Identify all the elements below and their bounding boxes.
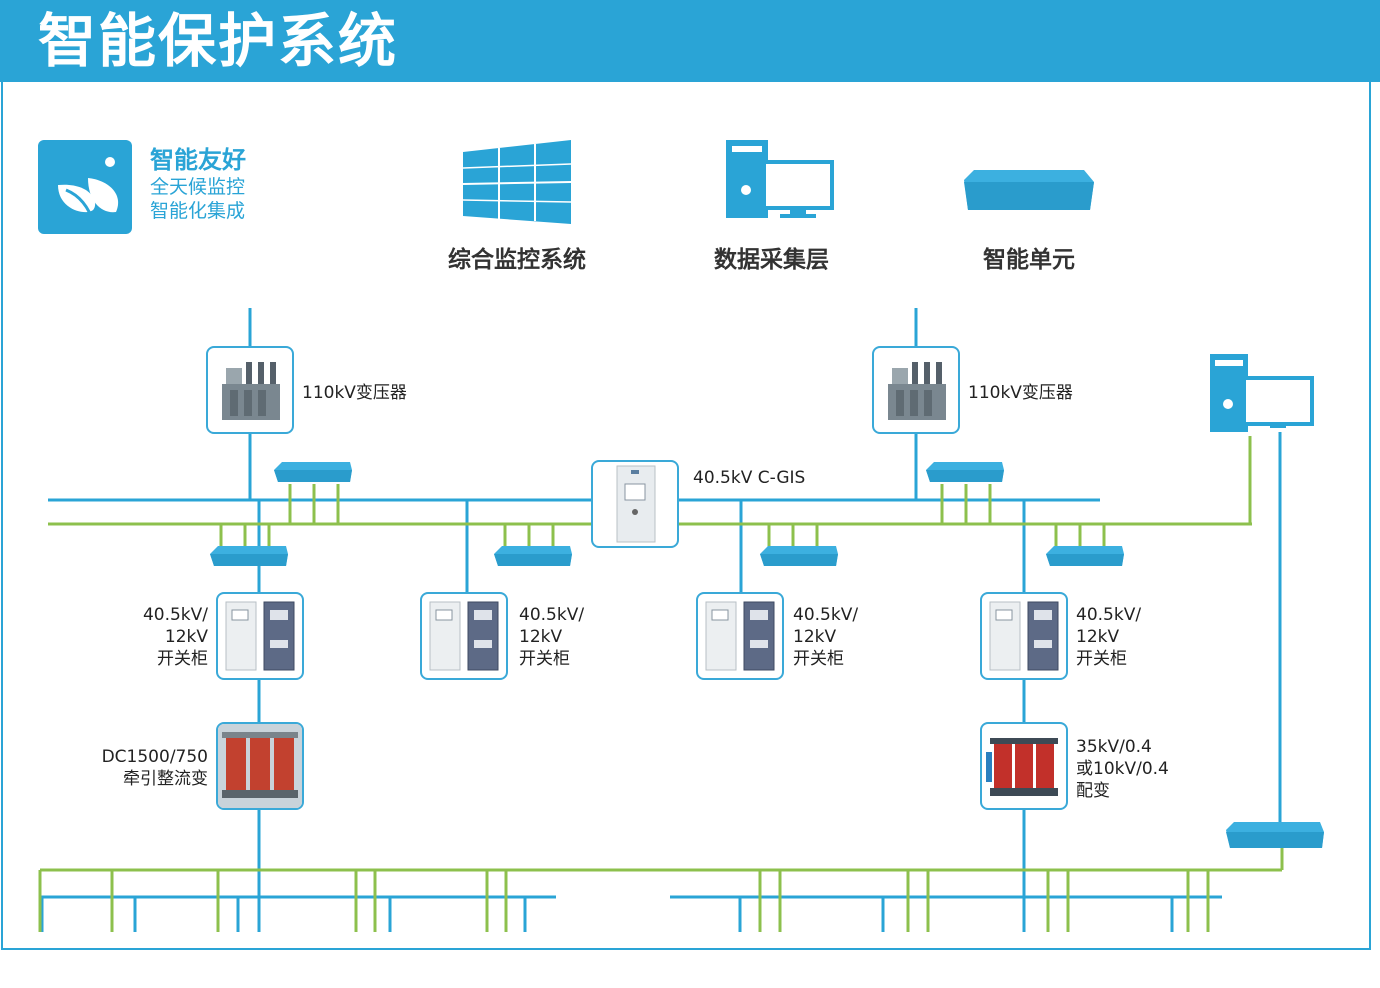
computer-icon: [726, 140, 834, 218]
distribution-label: 35kV/0.4 或10kV/0.4 配变: [1076, 737, 1169, 801]
transformer-icon: [888, 362, 946, 420]
switchgear-icon: [429, 601, 499, 671]
switchgear-icon: [705, 601, 775, 671]
switchgear-1: [216, 592, 304, 680]
transformer-icon: [222, 362, 280, 420]
switchgear-3: [696, 592, 784, 680]
switchgear-1-label: 40.5kV/ 12kV 开关柜: [142, 605, 208, 669]
distribution-transformer: [980, 722, 1068, 810]
network-switch-icon: [494, 546, 572, 566]
top-label-monitoring: 综合监控系统: [448, 247, 586, 273]
network-switch-icon: [1046, 546, 1124, 566]
transformer-left-label: 110kV变压器: [302, 383, 407, 403]
logo-leaf-icon: [38, 140, 132, 234]
switchgear-icon: [225, 601, 295, 671]
logo-text: 智能友好 全天候监控 智能化集成: [150, 146, 246, 222]
network-switch-icon: [964, 170, 1094, 210]
rectifier-label: DC1500/750 牵引整流变: [101, 747, 208, 789]
cabinet-icon: [616, 465, 656, 543]
transformer-110kv-left: [206, 346, 294, 434]
switchgear-icon: [989, 601, 1059, 671]
cgis-label: 40.5kV C-GIS: [693, 468, 806, 488]
network-switch-icon: [1226, 822, 1324, 848]
transformer-right-label: 110kV变压器: [968, 383, 1073, 403]
rectifier-transformer: [216, 722, 304, 810]
computer-icon: [1210, 354, 1314, 432]
page-title: 智能保护系统: [38, 7, 399, 75]
switchgear-2: [420, 592, 508, 680]
rectifier-transformer-icon: [218, 724, 302, 808]
cgis-cabinet: [591, 460, 679, 548]
content-frame: [1, 82, 1371, 950]
switchgear-4: [980, 592, 1068, 680]
switchgear-2-label: 40.5kV/ 12kV 开关柜: [519, 605, 585, 669]
windows-panel-icon: [462, 140, 572, 224]
header-bar: 智能保护系统: [0, 0, 1380, 82]
distribution-transformer-icon: [986, 738, 1058, 796]
network-switch-icon: [926, 462, 1004, 482]
top-label-smart-unit: 智能单元: [983, 247, 1075, 273]
top-label-data-layer: 数据采集层: [714, 247, 829, 273]
network-switch-icon: [274, 462, 352, 482]
switchgear-3-label: 40.5kV/ 12kV 开关柜: [793, 605, 859, 669]
network-switch-icon: [210, 546, 288, 566]
transformer-110kv-right: [872, 346, 960, 434]
switchgear-4-label: 40.5kV/ 12kV 开关柜: [1076, 605, 1142, 669]
network-switch-icon: [760, 546, 838, 566]
